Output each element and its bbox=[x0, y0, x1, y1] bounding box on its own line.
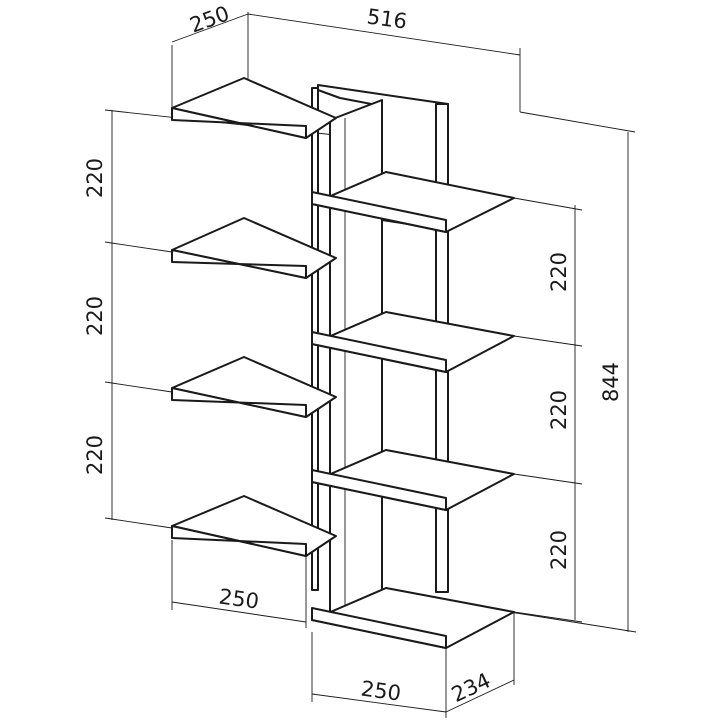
left-shelf-2 bbox=[171, 217, 337, 279]
dimension-lines bbox=[104, 12, 637, 718]
left-shelf-3 bbox=[171, 356, 337, 418]
dim-overall-width: 516 bbox=[365, 4, 408, 33]
right-shelf-4 bbox=[311, 587, 515, 649]
right-shelf-2 bbox=[311, 311, 515, 373]
dim-bottom-shelf-depth: 234 bbox=[448, 668, 494, 707]
dim-left-shelf-width: 250 bbox=[217, 584, 260, 613]
dim-left-spacing-1: 220 bbox=[83, 158, 107, 198]
dim-overall-height: 844 bbox=[599, 362, 623, 402]
left-shelf-4 bbox=[171, 495, 337, 557]
dim-left-spacing-3: 220 bbox=[83, 435, 107, 475]
dim-bottom-shelf-width: 250 bbox=[359, 676, 402, 705]
dim-right-spacing-3: 220 bbox=[547, 530, 571, 570]
right-shelf-1 bbox=[311, 171, 515, 233]
dim-right-spacing-2: 220 bbox=[547, 390, 571, 430]
dim-top-depth: 250 bbox=[187, 1, 233, 37]
right-shelf-3 bbox=[311, 449, 515, 511]
dim-right-spacing-1: 220 bbox=[547, 252, 571, 292]
shelf-structure bbox=[171, 77, 515, 649]
left-shelf-1 bbox=[171, 77, 337, 139]
dim-left-spacing-2: 220 bbox=[83, 296, 107, 336]
